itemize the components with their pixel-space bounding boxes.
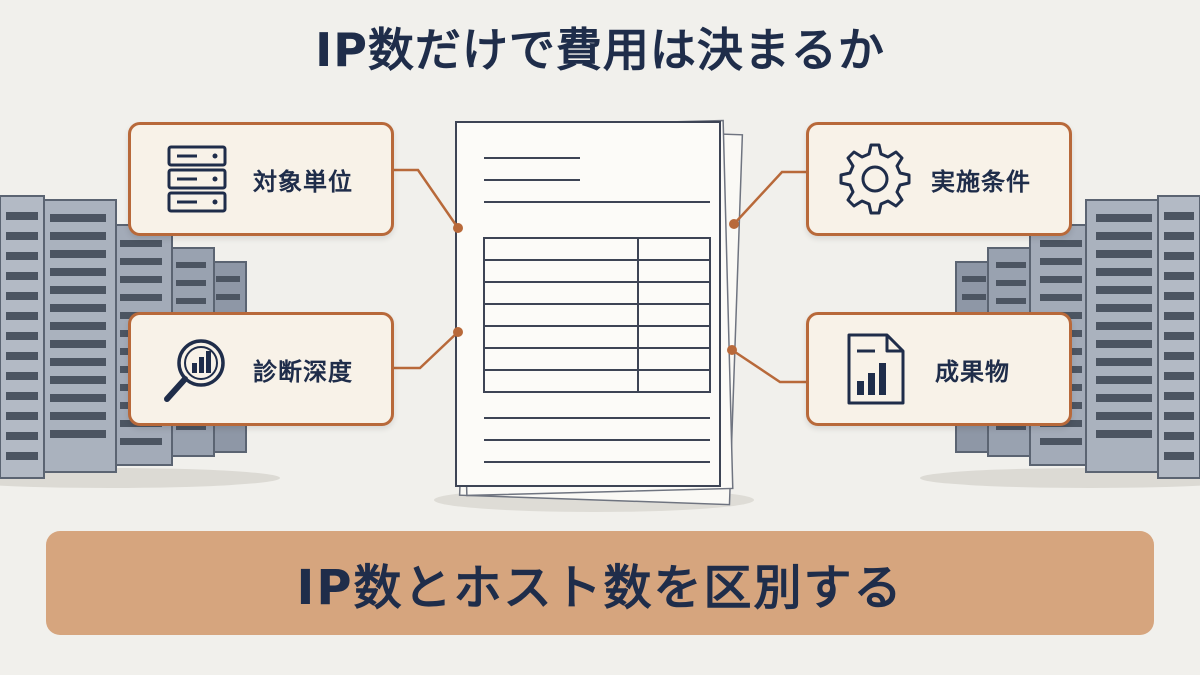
report-chart-icon bbox=[847, 333, 905, 405]
factor-card-depth: 診断深度 bbox=[128, 312, 394, 426]
server-stack-icon bbox=[167, 145, 227, 213]
floor-shadow-right bbox=[920, 468, 1200, 488]
conclusion-text: IP数とホスト数を区別する bbox=[296, 560, 904, 616]
factor-label-deliverables: 成果物 bbox=[935, 357, 1010, 386]
factor-label-depth: 診断深度 bbox=[253, 357, 353, 386]
factor-card-deliverables: 成果物 bbox=[806, 312, 1072, 426]
connector-dots bbox=[453, 219, 739, 355]
gear-icon bbox=[839, 143, 911, 215]
factor-card-target-unit: 対象単位 bbox=[128, 122, 394, 236]
floor-shadow-left bbox=[0, 468, 280, 488]
magnifier-chart-icon bbox=[164, 339, 225, 402]
document-stack bbox=[434, 119, 754, 512]
conclusion-banner: IP数とホスト数を区別する bbox=[46, 531, 1154, 635]
factor-label-target-unit: 対象単位 bbox=[253, 167, 353, 196]
page-title: IP数だけで費用は決まるか bbox=[315, 23, 885, 77]
factor-label-conditions: 実施条件 bbox=[931, 167, 1031, 196]
factor-card-conditions: 実施条件 bbox=[806, 122, 1072, 236]
connectors bbox=[394, 168, 806, 384]
